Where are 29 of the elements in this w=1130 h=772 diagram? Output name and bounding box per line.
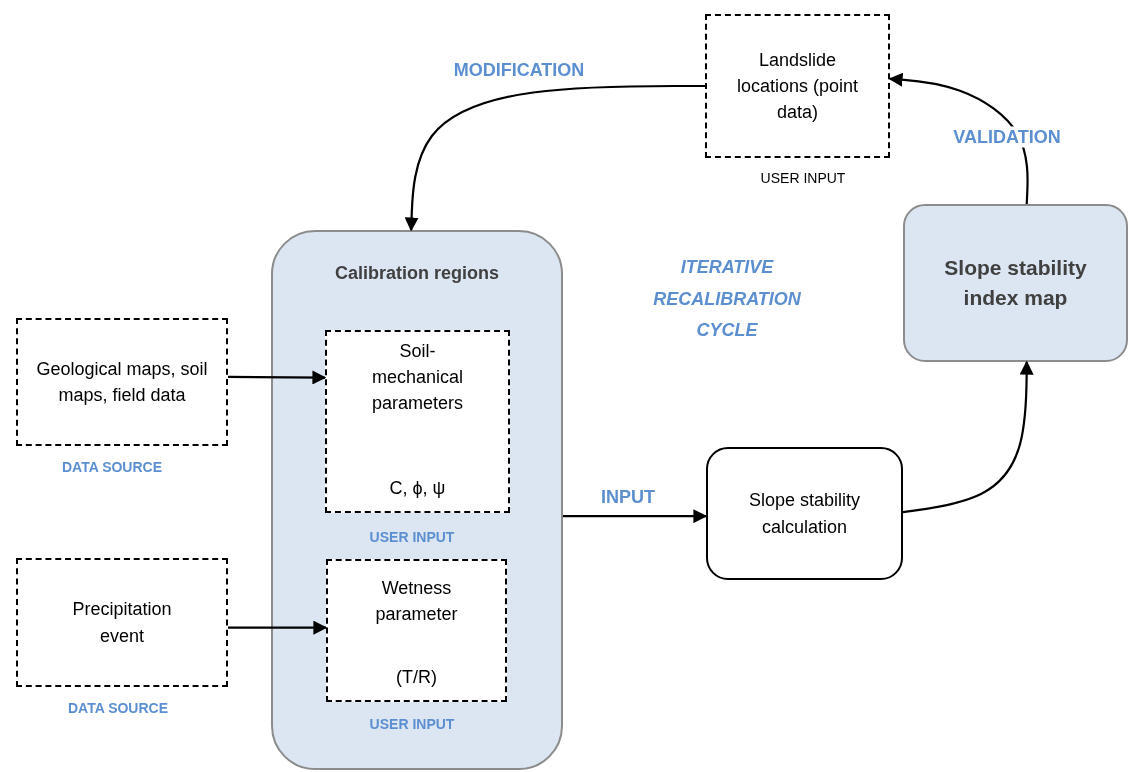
cycle-note: ITERATIVE RECALIBRATION CYCLE xyxy=(652,256,802,342)
arrow xyxy=(228,620,328,635)
arrow xyxy=(563,509,708,524)
source-tag: DATA SOURCE xyxy=(61,459,163,475)
arrow xyxy=(404,84,705,232)
node-label: Landslide locations (point data) xyxy=(735,48,860,125)
source-tag: DATA SOURCE xyxy=(67,700,169,716)
rounded-panel xyxy=(903,204,1128,362)
source-tag: USER INPUT xyxy=(760,170,846,186)
source-tag: USER INPUT xyxy=(369,527,455,548)
arrow xyxy=(228,370,327,385)
parameter-symbols: C, ϕ, ψ xyxy=(389,476,446,500)
dashed-box xyxy=(326,559,507,702)
node-label: Geological maps, soil maps, field data xyxy=(36,357,208,407)
arrow xyxy=(902,360,1034,514)
rounded-panel xyxy=(271,230,563,770)
process-box xyxy=(706,447,903,580)
dashed-box xyxy=(16,558,228,687)
node-label: Soil-mechanical parameters xyxy=(370,340,464,416)
node-label: Slope stability index map xyxy=(943,254,1088,311)
dashed-box xyxy=(325,330,510,513)
node-label: Slope stability calculation xyxy=(747,489,862,539)
node-label: Precipitation event xyxy=(71,598,173,648)
source-tag: USER INPUT xyxy=(369,714,455,735)
dashed-box xyxy=(705,14,890,158)
dashed-box xyxy=(16,318,228,446)
parameter-symbols: (T/R) xyxy=(396,665,437,689)
node-label: Calibration regions xyxy=(335,262,499,285)
node-label: Wetness parameter xyxy=(374,577,459,627)
